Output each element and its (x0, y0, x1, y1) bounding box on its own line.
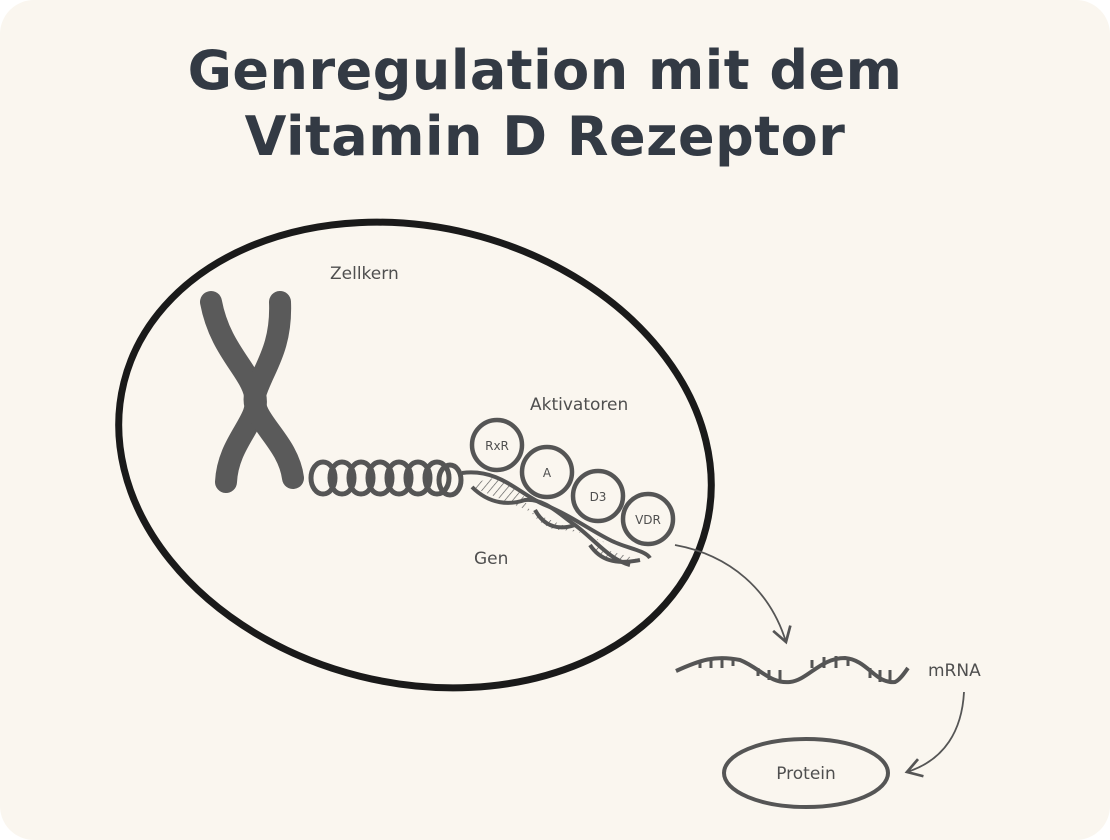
activators-label: Aktivatoren (530, 395, 628, 415)
svg-text:RxR: RxR (485, 439, 509, 453)
activator-d3: D3 (570, 468, 626, 524)
protein-label: Protein (776, 764, 836, 784)
chromosome-icon (200, 291, 304, 493)
gene-label: Gen (474, 549, 508, 569)
activator-rxr: RxR (469, 417, 525, 473)
gene-helix (461, 470, 652, 567)
mrna-strand (675, 655, 910, 685)
diagram-title: Genregulation mit dem Vitamin D Rezeptor (187, 39, 903, 168)
transcription-arrow (674, 544, 792, 645)
svg-text:VDR: VDR (635, 513, 661, 527)
dna-coil (308, 459, 464, 498)
nucleus-label: Zellkern (330, 264, 399, 284)
activator-vdr: VDR (620, 491, 676, 547)
mrna-label: mRNA (928, 661, 981, 681)
nucleus-outline (115, 218, 715, 692)
protein-shape (722, 737, 890, 809)
activator-a: A (519, 444, 575, 500)
svg-text:A: A (543, 466, 552, 480)
translation-arrow (904, 691, 965, 778)
svg-text:D3: D3 (590, 490, 607, 504)
